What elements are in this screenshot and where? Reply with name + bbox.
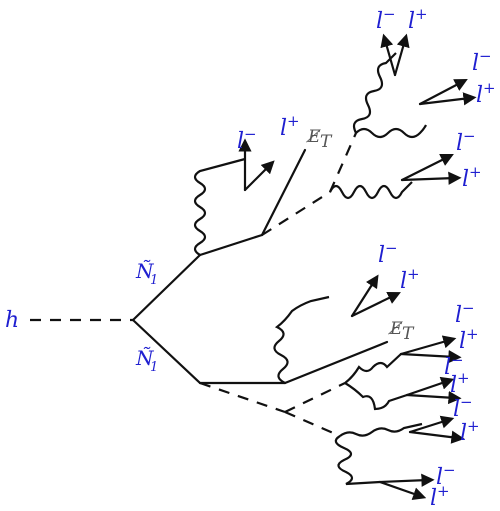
top-scalar-line — [261, 191, 331, 236]
svg-text:l−: l− — [436, 461, 456, 490]
bottom-scalar-line — [199, 381, 286, 414]
svg-text:l−: l− — [378, 239, 398, 268]
top-photon-wave-1 — [193, 157, 246, 256]
top-photon-wave-4 — [355, 124, 427, 139]
bottom-lepton-pair-5: l− l+ — [378, 461, 456, 511]
neutralino-top-line — [131, 253, 202, 322]
bottom-scalar-line-lower — [284, 410, 341, 438]
top-lepton-pair-3: l− l+ — [418, 47, 496, 108]
top-lepton-pair-1: l− l+ — [237, 112, 300, 192]
top-lepton-pair-2: l− l+ — [400, 127, 482, 192]
bottom-scalar-line-upper — [284, 382, 346, 413]
top-fermion-line — [198, 233, 264, 257]
svg-text:E̸: E̸ — [305, 127, 321, 147]
top-met-label: E̸ T — [305, 127, 333, 152]
bottom-met-label: E̸ T — [387, 319, 415, 344]
top-met-line — [260, 148, 307, 237]
svg-text:E̸: E̸ — [387, 319, 403, 339]
bottom-lepton-pair-2: l− l+ — [399, 299, 479, 364]
svg-text:T: T — [320, 132, 333, 152]
svg-text:l−: l− — [456, 127, 476, 156]
neutralino-bottom-line — [131, 318, 202, 385]
svg-text:l+: l+ — [280, 112, 300, 141]
svg-text:T: T — [402, 324, 415, 344]
svg-text:l+: l+ — [450, 369, 470, 398]
svg-text:1: 1 — [150, 273, 158, 288]
svg-text:l−: l− — [444, 351, 464, 380]
svg-text:1: 1 — [150, 360, 158, 375]
bottom-photon-wave-2 — [344, 353, 402, 384]
neutralino-bottom-label: Ñ 1 — [135, 346, 158, 375]
top-lepton-pair-4: l− l+ — [376, 5, 428, 77]
svg-text:l+: l+ — [459, 325, 479, 354]
bottom-met-line — [283, 340, 389, 385]
svg-text:l−: l− — [376, 5, 396, 34]
bottom-lepton-pair-4: l− l+ — [408, 393, 480, 446]
bottom-lepton-pair-1: l− l+ — [350, 239, 420, 318]
svg-text:l+: l+ — [462, 163, 482, 192]
svg-text:l+: l+ — [460, 417, 480, 446]
svg-text:l−: l− — [472, 47, 492, 76]
bottom-photon-wave-4 — [339, 422, 423, 437]
svg-text:Ñ: Ñ — [135, 259, 155, 283]
svg-text:l+: l+ — [476, 79, 496, 108]
top-photon-wave-3 — [352, 52, 397, 134]
neutralino-top-label: Ñ 1 — [135, 259, 158, 288]
bottom-photon-wave-5 — [334, 435, 381, 486]
svg-text:l+: l+ — [400, 265, 420, 294]
top-photon-wave-2 — [329, 181, 413, 200]
bottom-photon-wave-1 — [273, 295, 330, 384]
bottom-lepton-pair-3: l− l+ — [405, 351, 470, 405]
svg-text:l−: l− — [453, 393, 473, 422]
bottom-photon-wave-3 — [344, 382, 408, 411]
higgs-label: h — [5, 308, 19, 333]
svg-text:l−: l− — [237, 125, 257, 154]
svg-text:l+: l+ — [430, 482, 450, 511]
svg-text:Ñ: Ñ — [135, 346, 155, 370]
svg-text:l−: l− — [455, 299, 475, 328]
svg-text:l+: l+ — [408, 5, 428, 34]
top-scalar-extension — [328, 132, 358, 193]
